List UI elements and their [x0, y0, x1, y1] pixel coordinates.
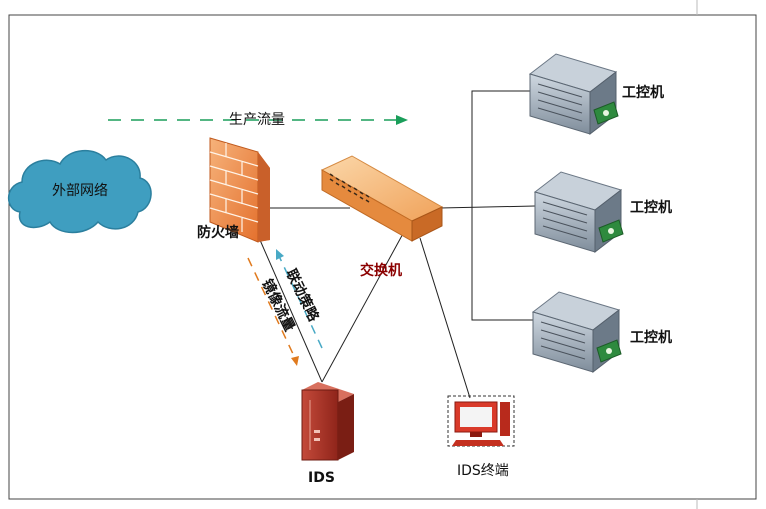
bus-line-ics	[471, 90, 535, 321]
ics-label-1: 工控机	[622, 84, 664, 101]
linkage-policy-arrow	[276, 249, 323, 349]
ids-terminal-icon	[447, 395, 515, 447]
production-flow-label: 生产流量	[229, 112, 285, 128]
ids-label: IDS	[308, 470, 335, 486]
ics-label-2: 工控机	[630, 199, 672, 216]
switch-icon	[320, 155, 444, 242]
mirror-traffic-arrow	[247, 257, 299, 366]
ics-label-3: 工控机	[630, 329, 672, 346]
ids-terminal-label: IDS终端	[457, 463, 509, 479]
line-firewall-ids	[259, 239, 323, 383]
external-network-cloud	[7, 150, 152, 234]
line-switch-ics-2	[439, 205, 536, 209]
ics-server-1-icon	[528, 53, 619, 136]
diagram-frame	[8, 14, 757, 500]
line-switch-ids	[321, 229, 406, 383]
production-flow-arrow	[108, 115, 408, 125]
line-switch-ids-terminal	[419, 237, 471, 399]
firewall-icon	[209, 137, 270, 243]
ids-server-icon	[301, 382, 354, 461]
ics-server-3-icon	[531, 291, 622, 374]
cloud-label: 外部网络	[52, 183, 108, 199]
firewall-label: 防火墙	[197, 224, 239, 241]
ics-server-2-icon	[533, 171, 624, 254]
switch-label: 交换机	[360, 262, 402, 279]
connections	[259, 90, 536, 399]
